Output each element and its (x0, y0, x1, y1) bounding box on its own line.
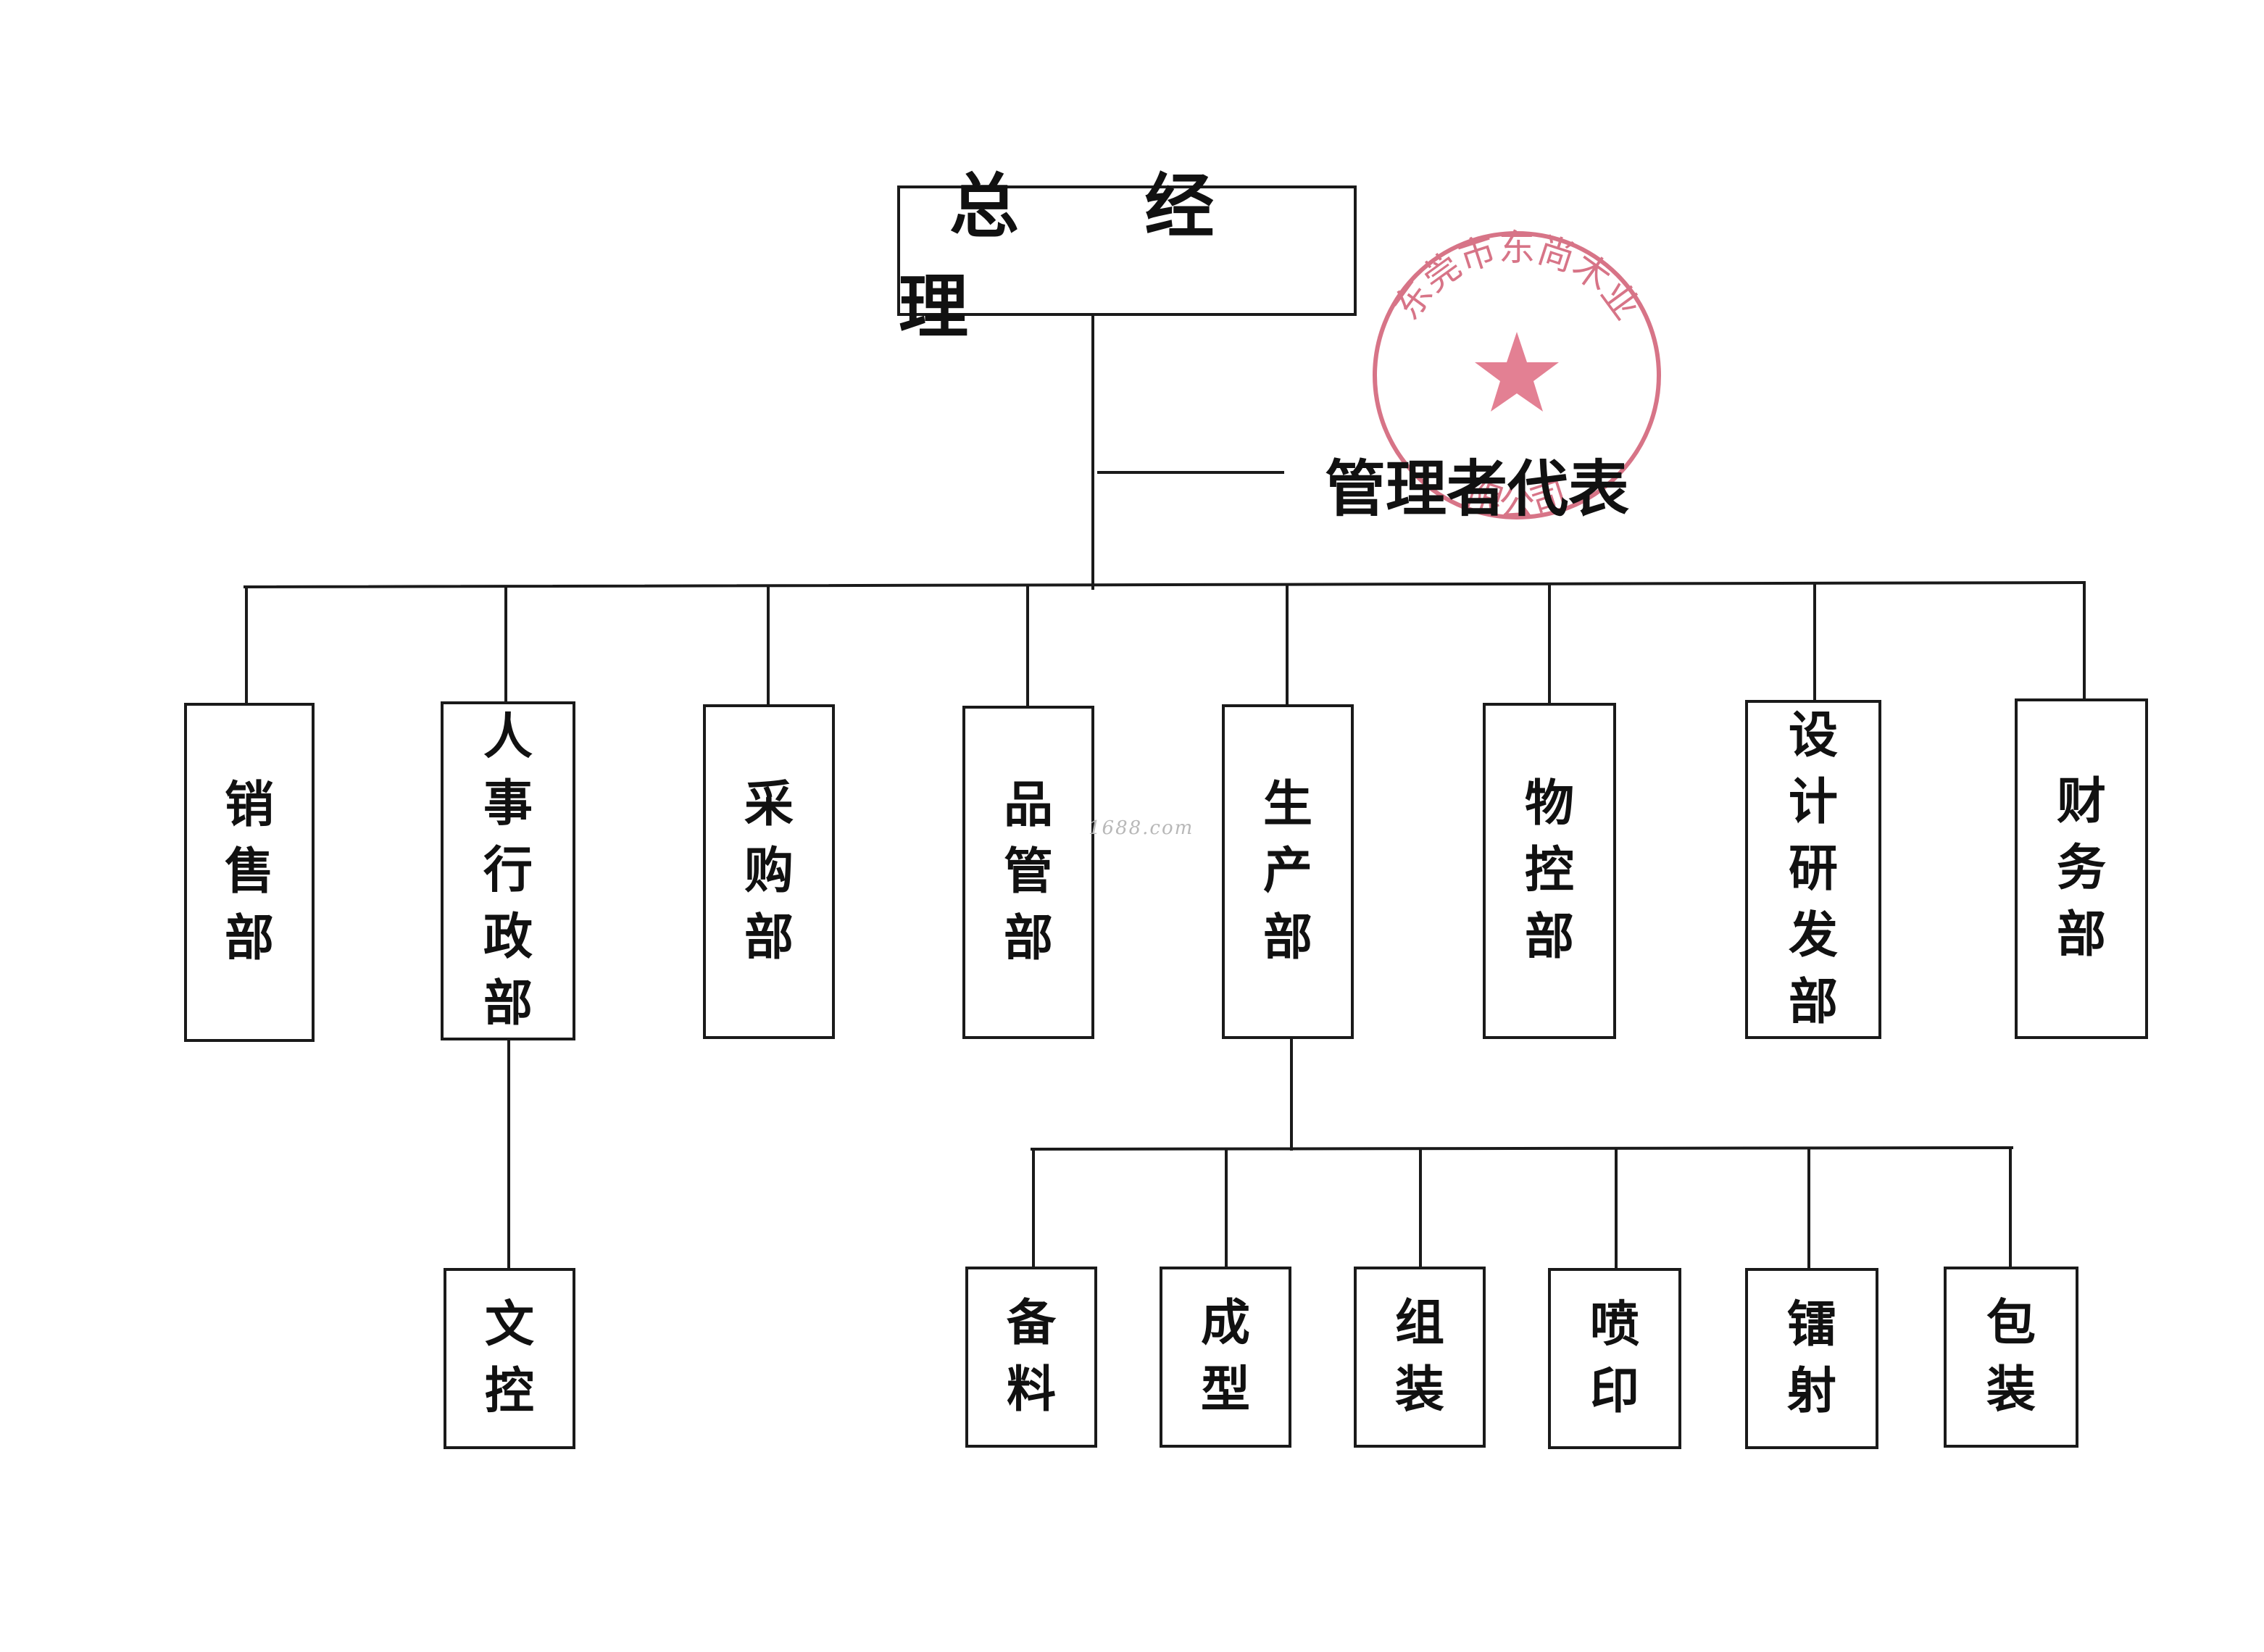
dept-label-hr-admin: 人事行政部 (483, 709, 533, 1032)
sub-label-laser: 镭射 (1786, 1296, 1836, 1420)
sub-label-material-prep: 备料 (1006, 1295, 1056, 1419)
seal-star-icon (1475, 332, 1559, 412)
production-bus-line (1030, 1146, 2014, 1151)
dept-box-quality (962, 706, 1094, 1039)
sub-box-laser (1745, 1268, 1878, 1449)
sub-label-packing: 包装 (1986, 1295, 2036, 1419)
sub-box-molding (1160, 1267, 1291, 1448)
dept-label-quality: 品管部 (1003, 777, 1053, 967)
dept-box-sales (184, 703, 315, 1042)
sub-label-spray-print: 喷印 (1589, 1296, 1639, 1420)
dept-label-material-control: 物控部 (1524, 775, 1574, 966)
dept-label-production: 生产部 (1262, 776, 1312, 967)
sub-label-molding: 成型 (1200, 1295, 1250, 1419)
dept-box-production (1222, 704, 1354, 1039)
dept-label-sales: 销售部 (224, 777, 274, 967)
seal-ring (1373, 231, 1661, 520)
sub-label-assembly: 组装 (1394, 1295, 1444, 1419)
dept-box-purchasing (703, 704, 835, 1039)
company-seal: 东莞市东尚木业 限公司 (1373, 227, 1661, 525)
dept-box-material-control (1483, 703, 1616, 1039)
dept-label-finance: 财务部 (2056, 773, 2106, 964)
sub-label-document-control: 文控 (484, 1296, 534, 1420)
sub-box-assembly (1354, 1267, 1486, 1448)
sub-box-material-prep (965, 1267, 1097, 1448)
watermark: 1688.com (1089, 817, 1194, 839)
sub-box-packing (1944, 1267, 2078, 1448)
sub-box-spray-print (1548, 1268, 1681, 1449)
dept-box-design-rd (1745, 700, 1881, 1039)
general-manager-label: 总 经 理 (899, 166, 1265, 348)
management-representative-label: 管理者代表 (1325, 453, 1630, 525)
sub-box-document-control (444, 1268, 575, 1449)
gm-box (897, 185, 1357, 316)
seal-text-upper: 东莞市东尚木业 (1386, 227, 1648, 328)
dept-box-hr-admin (441, 701, 575, 1040)
dept-bus-line (243, 580, 2086, 589)
dept-box-finance (2015, 698, 2148, 1039)
dept-label-design-rd: 设计研发部 (1788, 707, 1838, 1031)
dept-label-purchasing: 采购部 (744, 776, 794, 967)
